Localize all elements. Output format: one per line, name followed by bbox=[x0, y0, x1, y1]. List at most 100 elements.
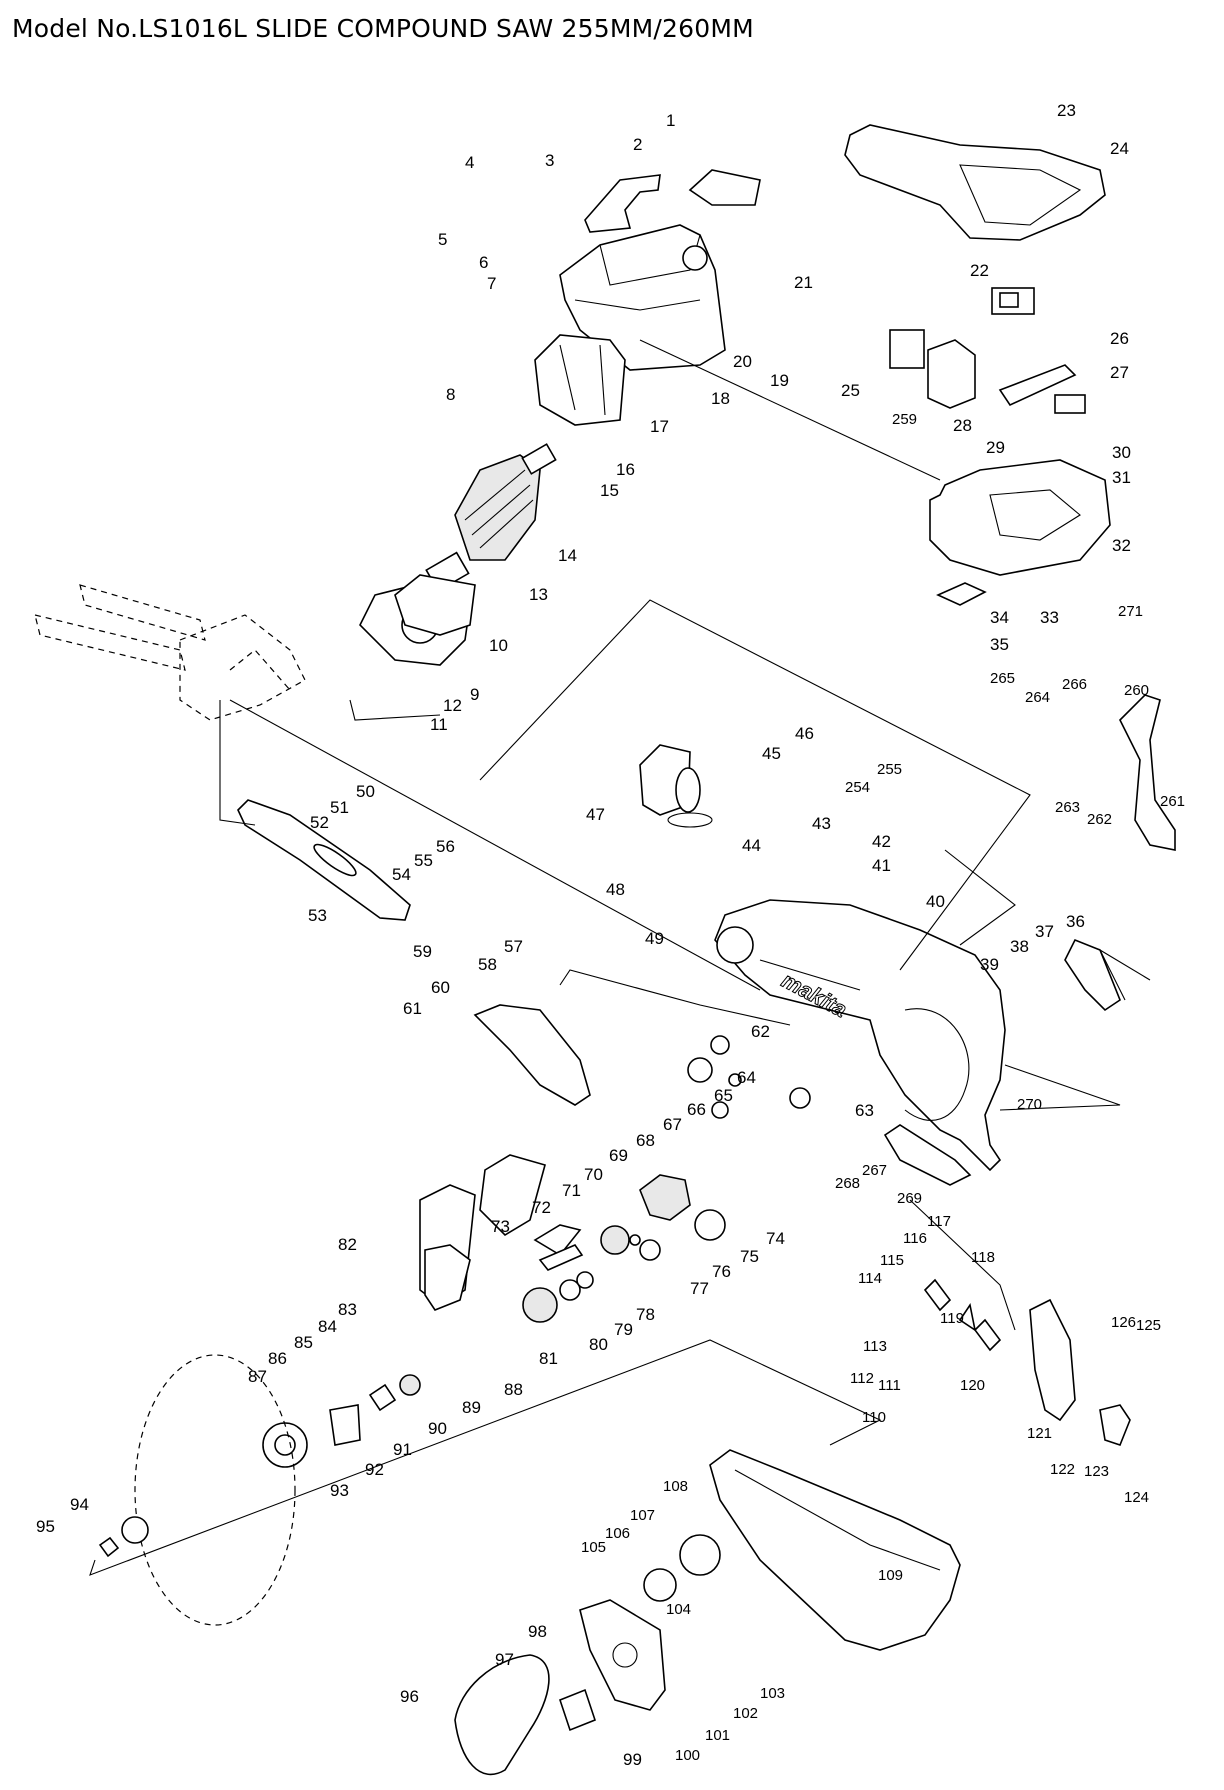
part-label-61: 61 bbox=[403, 999, 422, 1018]
part-label-79: 79 bbox=[614, 1320, 633, 1339]
part-label-118: 118 bbox=[971, 1249, 995, 1266]
part-label-91: 91 bbox=[393, 1440, 412, 1459]
part-label-28: 28 bbox=[953, 416, 972, 435]
part-label-35: 35 bbox=[990, 635, 1009, 654]
part-label-106: 106 bbox=[605, 1525, 630, 1542]
part-label-7: 7 bbox=[487, 274, 496, 293]
part-label-104: 104 bbox=[666, 1601, 691, 1618]
part-label-23: 23 bbox=[1057, 101, 1076, 120]
part-label-30: 30 bbox=[1112, 443, 1131, 462]
saw-blade bbox=[134, 1354, 296, 1626]
part-label-72: 72 bbox=[532, 1198, 551, 1217]
part-label-47: 47 bbox=[586, 805, 605, 824]
part-label-101: 101 bbox=[705, 1727, 730, 1744]
part-label-259: 259 bbox=[892, 411, 917, 428]
handle-base bbox=[929, 459, 1111, 576]
part-label-52: 52 bbox=[310, 813, 329, 832]
gasket bbox=[479, 1154, 546, 1237]
part-label-70: 70 bbox=[584, 1165, 603, 1184]
part-label-88: 88 bbox=[504, 1380, 523, 1399]
part-label-34: 34 bbox=[990, 608, 1009, 627]
part-label-21: 21 bbox=[794, 273, 813, 292]
part-label-92: 92 bbox=[365, 1460, 384, 1479]
part-label-261: 261 bbox=[1160, 793, 1185, 810]
part-label-97: 97 bbox=[495, 1650, 514, 1669]
motor-cover bbox=[584, 174, 661, 233]
controller-box bbox=[927, 339, 976, 409]
part-label-77: 77 bbox=[690, 1279, 709, 1298]
part-label-124: 124 bbox=[1124, 1489, 1149, 1506]
part-label-15: 15 bbox=[600, 481, 619, 500]
part-label-67: 67 bbox=[663, 1115, 682, 1134]
safety-guard-lever bbox=[1064, 938, 1121, 1012]
guard-spring bbox=[559, 1688, 596, 1732]
part-label-1: 1 bbox=[666, 111, 675, 130]
part-label-43: 43 bbox=[812, 814, 831, 833]
part-label-16: 16 bbox=[616, 460, 635, 479]
part-label-32: 32 bbox=[1112, 536, 1131, 555]
switch bbox=[991, 287, 1035, 315]
part-label-40: 40 bbox=[926, 892, 945, 911]
armature bbox=[425, 443, 557, 592]
part-label-56: 56 bbox=[436, 837, 455, 856]
part-label-42: 42 bbox=[872, 832, 891, 851]
gear-housing: makita bbox=[714, 899, 1006, 1172]
lock-button bbox=[1054, 394, 1086, 414]
lock-lever bbox=[998, 364, 1077, 407]
part-label-89: 89 bbox=[462, 1398, 481, 1417]
part-label-58: 58 bbox=[478, 955, 497, 974]
part-label-59: 59 bbox=[413, 942, 432, 961]
part-label-83: 83 bbox=[338, 1300, 357, 1319]
arm-outline bbox=[34, 584, 306, 721]
part-label-55: 55 bbox=[414, 851, 433, 870]
part-label-11: 11 bbox=[430, 715, 448, 734]
dust-nozzle bbox=[639, 744, 701, 816]
gear-cover bbox=[419, 1184, 476, 1311]
part-label-68: 68 bbox=[636, 1131, 655, 1150]
part-label-19: 19 bbox=[770, 371, 789, 390]
part-label-105: 105 bbox=[581, 1539, 606, 1556]
part-label-46: 46 bbox=[795, 724, 814, 743]
cover-plate bbox=[473, 1004, 591, 1106]
part-label-268: 268 bbox=[835, 1175, 860, 1192]
link-plate bbox=[237, 799, 411, 921]
part-label-265: 265 bbox=[990, 670, 1015, 687]
part-label-120: 120 bbox=[960, 1377, 985, 1394]
part-label-22: 22 bbox=[970, 261, 989, 280]
part-label-122: 122 bbox=[1050, 1461, 1075, 1478]
part-label-271: 271 bbox=[1118, 603, 1143, 620]
diagram-title: Model No.LS1016L SLIDE COMPOUND SAW 255M… bbox=[12, 14, 754, 43]
part-label-65: 65 bbox=[714, 1086, 733, 1105]
part-label-53: 53 bbox=[308, 906, 327, 925]
part-label-116: 116 bbox=[903, 1230, 927, 1247]
linkage-parts bbox=[923, 1278, 1002, 1352]
guard-disc bbox=[643, 1534, 721, 1602]
part-label-78: 78 bbox=[636, 1305, 655, 1324]
part-label-260: 260 bbox=[1124, 682, 1149, 699]
part-label-84: 84 bbox=[318, 1317, 337, 1336]
part-label-100: 100 bbox=[675, 1747, 700, 1764]
part-label-49: 49 bbox=[645, 929, 664, 948]
part-label-63: 63 bbox=[855, 1101, 874, 1120]
part-label-115: 115 bbox=[880, 1252, 904, 1269]
bracket bbox=[1119, 694, 1176, 851]
part-label-31: 31 bbox=[1112, 468, 1131, 487]
part-label-107: 107 bbox=[630, 1507, 655, 1524]
outer-flange bbox=[121, 1516, 149, 1544]
part-label-266: 266 bbox=[1062, 676, 1087, 693]
part-label-81: 81 bbox=[539, 1349, 558, 1368]
hex-bolt bbox=[98, 1536, 120, 1558]
part-label-254: 254 bbox=[845, 779, 870, 796]
part-label-255: 255 bbox=[877, 761, 902, 778]
part-label-119: 119 bbox=[940, 1310, 964, 1327]
part-label-90: 90 bbox=[428, 1419, 447, 1438]
part-label-48: 48 bbox=[606, 880, 625, 899]
part-label-80: 80 bbox=[589, 1335, 608, 1354]
part-label-44: 44 bbox=[742, 836, 761, 855]
part-label-75: 75 bbox=[740, 1247, 759, 1266]
part-label-76: 76 bbox=[712, 1262, 731, 1281]
part-label-102: 102 bbox=[733, 1705, 758, 1722]
part-label-39: 39 bbox=[980, 955, 999, 974]
part-label-123: 123 bbox=[1084, 1463, 1109, 1480]
part-label-45: 45 bbox=[762, 744, 781, 763]
